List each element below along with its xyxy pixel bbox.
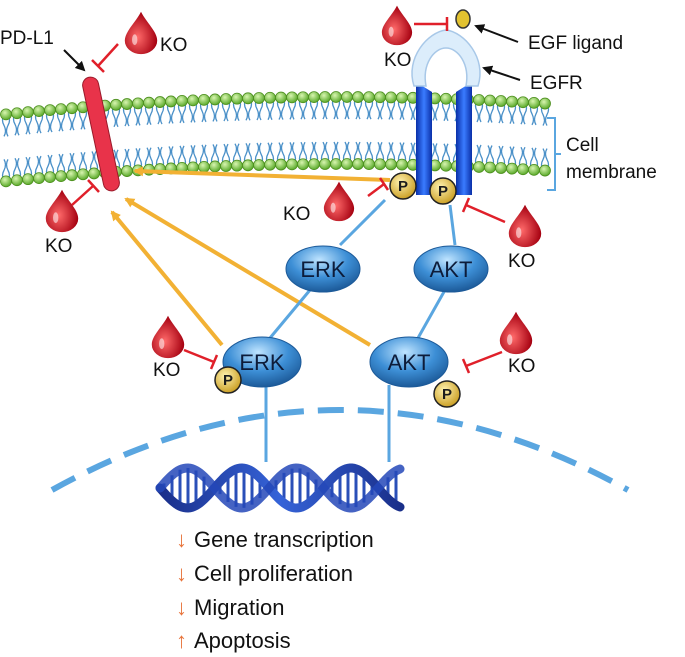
egf-ligand-pointer-arrow: [474, 24, 519, 43]
dna-helix-icon: [155, 463, 405, 513]
ko-drop-p2: [508, 204, 542, 248]
inhibition-bars: [71, 17, 506, 374]
activation-arrows: [110, 166, 391, 347]
svg-text:P: P: [223, 372, 233, 389]
svg-text:P: P: [438, 183, 448, 200]
erk-to-pdl1-arrow: [110, 210, 224, 347]
ko-label-pdl1-bottom: KO: [45, 236, 72, 257]
akt-lower-node: AKT: [369, 336, 449, 388]
ko-inhibit-p1: [367, 177, 390, 197]
ko-drop-p1: [323, 181, 355, 222]
ko-inhibit-egf: [414, 17, 449, 31]
ko-label-pdl1-top: KO: [160, 35, 187, 56]
phospho-site-erk: P: [214, 366, 242, 394]
phospho-site-akt: P: [433, 380, 461, 408]
ko-drop-pdl1-top: [124, 11, 158, 55]
effect-label: Apoptosis: [194, 628, 291, 653]
ko-inhibit-p2: [461, 197, 506, 224]
ko-inhibit-pdl1-top: [91, 43, 119, 73]
akt-lower-label: AKT: [388, 350, 431, 375]
egfr-pointer-arrow: [482, 65, 521, 81]
cell-membrane-label-line1: Cell: [566, 135, 599, 156]
ko-label-p1: KO: [283, 204, 310, 225]
ko-label-egf: KO: [384, 50, 411, 71]
pathway-connectors: [264, 198, 457, 462]
egf-ligand: [455, 9, 471, 29]
akt-upper-label: AKT: [430, 257, 473, 282]
svg-text:P: P: [442, 386, 452, 403]
ko-inhibit-erk: [183, 348, 219, 370]
cell-membrane-bracket: [547, 117, 561, 191]
nuclear-envelope: [50, 407, 630, 493]
down-arrow-icon: ↓: [176, 595, 187, 620]
ko-label-akt: KO: [508, 356, 535, 377]
effect-label: Migration: [194, 595, 285, 620]
akt-to-pdl1-arrow: [124, 197, 372, 347]
up-arrow-icon: ↑: [176, 628, 187, 653]
ko-inhibit-pdl1-bottom: [71, 179, 100, 206]
phospho-site-egfr-2: P: [429, 177, 457, 205]
effect-migration: ↓ Migration: [176, 594, 284, 622]
effect-label: Gene transcription: [194, 527, 374, 552]
pdl1-label: PD-L1: [0, 28, 54, 49]
egf-ligand-label: EGF ligand: [528, 33, 623, 54]
egfr-to-pdl1-arrow: [133, 166, 391, 182]
egfr-label: EGFR: [530, 73, 583, 94]
effect-apoptosis: ↑ Apoptosis: [176, 627, 291, 655]
ko-drop-egf: [381, 5, 413, 46]
erk-lower-node: ERK: [222, 336, 302, 388]
erk-lower-label: ERK: [239, 350, 285, 375]
ko-label-p2: KO: [508, 251, 535, 272]
cell-membrane-label-line2: membrane: [566, 162, 657, 183]
egfr-receptor: [411, 29, 481, 195]
ko-label-erk: KO: [153, 360, 180, 381]
effect-cell-proliferation: ↓ Cell proliferation: [176, 560, 353, 588]
ko-drop-pdl1-bottom: [45, 189, 79, 233]
effect-gene-transcription: ↓ Gene transcription: [176, 526, 374, 554]
phospho-site-egfr-1: P: [389, 172, 417, 200]
effect-label: Cell proliferation: [194, 561, 353, 586]
ko-drop-akt: [499, 311, 533, 355]
ko-inhibit-akt: [461, 350, 503, 374]
erk-upper-label: ERK: [300, 257, 346, 282]
pdl1-protein: [82, 76, 120, 192]
erk-upper-node: ERK: [285, 245, 361, 293]
svg-text:P: P: [398, 178, 408, 195]
down-arrow-icon: ↓: [176, 527, 187, 552]
akt-upper-node: AKT: [413, 245, 489, 293]
ko-drop-erk: [151, 315, 185, 359]
pdl1-pointer-arrow: [63, 49, 86, 72]
down-arrow-icon: ↓: [176, 561, 187, 586]
